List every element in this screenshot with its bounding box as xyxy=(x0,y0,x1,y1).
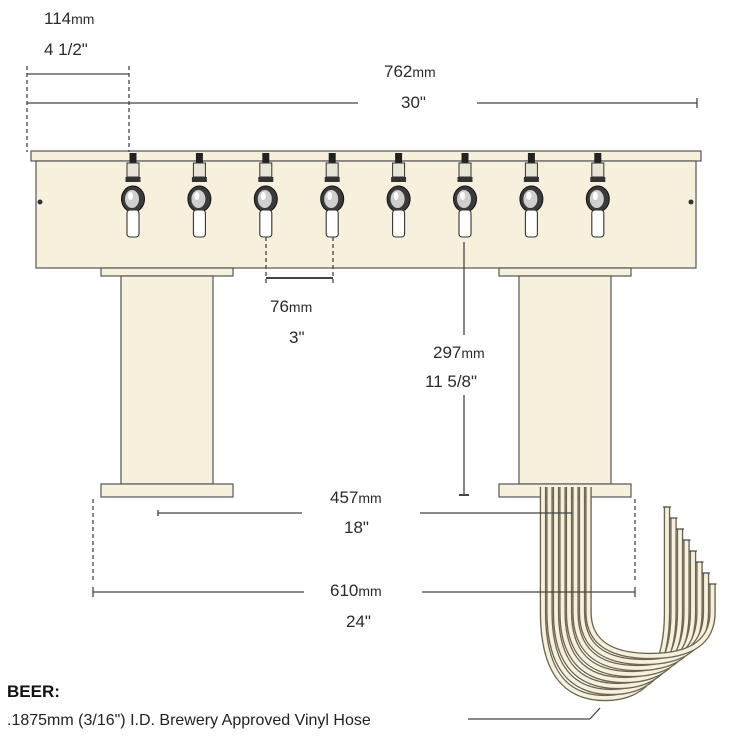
faucet-group xyxy=(121,153,610,238)
dim-tap-spacing xyxy=(265,237,334,284)
legend-title: BEER: xyxy=(7,682,60,701)
left-bolt xyxy=(37,199,43,205)
vinyl-hose xyxy=(560,487,689,682)
vinyl-hose xyxy=(547,487,676,694)
dim-base-width xyxy=(92,499,636,597)
dim-tap-spacing-metric: 76mm xyxy=(270,297,312,316)
dim-overall-width-imperial: 30" xyxy=(401,93,426,112)
dim-height xyxy=(459,242,469,496)
beer-faucet xyxy=(187,153,212,238)
left-column xyxy=(120,275,214,485)
vinyl-hose xyxy=(573,487,702,670)
dim-column-spacing-metric: 457mm xyxy=(330,488,382,507)
dim-overall-width xyxy=(27,98,698,108)
left-column-top-flange xyxy=(100,267,234,277)
legend-text: .1875mm (3/16") I.D. Brewery Approved Vi… xyxy=(7,712,371,729)
dim-height-imperial: 11 5/8" xyxy=(425,372,477,391)
right-column-top-flange xyxy=(498,267,632,277)
dim-tap-spacing-imperial: 3" xyxy=(289,328,305,347)
dim-tap-offset-imperial: 4 1/2" xyxy=(44,40,88,59)
dim-tap-offset-metric: 114mm xyxy=(44,9,94,28)
beer-faucet xyxy=(121,153,145,238)
vinyl-hose-bundle xyxy=(539,487,717,702)
dim-height-metric: 297mm xyxy=(433,343,485,362)
dim-base-width-metric: 610mm xyxy=(330,581,382,600)
vinyl-hose xyxy=(567,487,695,676)
dim-column-spacing xyxy=(157,510,572,516)
right-column xyxy=(518,275,612,485)
dim-base-width-imperial: 24" xyxy=(346,612,371,631)
tower-crossbar xyxy=(35,160,697,269)
right-bolt xyxy=(688,199,694,205)
vinyl-hose xyxy=(541,487,669,700)
beer-faucet xyxy=(585,153,610,238)
left-column-base-flange xyxy=(100,483,234,498)
vinyl-hose xyxy=(554,487,682,688)
beer-faucet xyxy=(386,153,411,238)
vinyl-hose xyxy=(586,487,715,658)
legend-leader-angle xyxy=(589,707,601,720)
beer-faucet xyxy=(519,153,544,238)
dim-tap-offset xyxy=(26,66,130,152)
dim-column-spacing-imperial: 18" xyxy=(344,518,369,537)
beer-faucet xyxy=(453,153,477,238)
dim-overall-width-metric: 762mm xyxy=(384,62,436,81)
beer-faucet xyxy=(320,153,345,238)
vinyl-hose xyxy=(580,487,708,664)
